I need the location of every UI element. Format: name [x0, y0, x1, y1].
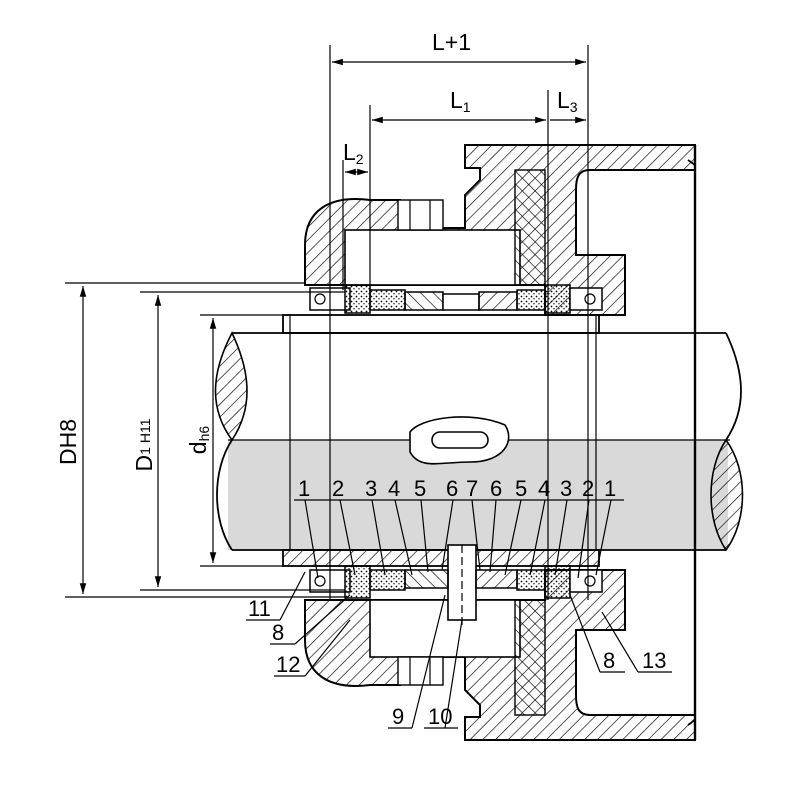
dimension-arrows — [79, 58, 586, 594]
dim-seal-bore: D1 H11 — [131, 418, 157, 471]
gland-upper — [304, 144, 696, 316]
sleeve — [282, 314, 600, 567]
dim-length-1: L1 — [450, 87, 471, 115]
part-label: 4 — [538, 476, 550, 501]
part-label: 11 — [248, 596, 271, 621]
part-label: 4 — [388, 476, 400, 501]
part-label: 8 — [272, 620, 284, 645]
part-label: 6 — [446, 476, 458, 501]
part-label: 12 — [276, 652, 300, 677]
part-label: 3 — [560, 476, 572, 501]
part-label: 1 — [298, 476, 310, 501]
dim-length-3: L3 — [557, 87, 578, 115]
part-label: 5 — [515, 476, 527, 501]
part-label: 3 — [365, 476, 377, 501]
leader-lines — [294, 499, 624, 579]
dim-shaft-diameter: dh6 — [185, 426, 212, 455]
part-labels-lower: 11 8 12 9 10 8 13 — [246, 571, 672, 729]
shaft-break-right-lower — [710, 438, 744, 552]
part-label: 2 — [582, 476, 594, 501]
part-label: 13 — [642, 648, 666, 673]
part-label: 10 — [428, 704, 452, 729]
part-label: 5 — [414, 476, 426, 501]
part-label: 6 — [490, 476, 502, 501]
dim-overall-length: L+1 — [432, 29, 471, 55]
part-label: 1 — [604, 476, 616, 501]
part-label: 8 — [603, 648, 615, 673]
part-labels-row: 1 2 3 4 5 6 7 6 5 4 3 2 1 — [298, 476, 616, 501]
shaft-break-left — [214, 331, 248, 442]
gland-lower — [304, 544, 696, 741]
drive-key-slot — [409, 416, 510, 465]
dim-length-2: L2 — [343, 139, 364, 167]
seal-rings-upper — [309, 284, 603, 314]
dim-housing-bore: DH8 — [55, 419, 81, 465]
part-label: 2 — [332, 476, 344, 501]
part-label: 7 — [466, 476, 478, 501]
part-label: 9 — [392, 704, 404, 729]
